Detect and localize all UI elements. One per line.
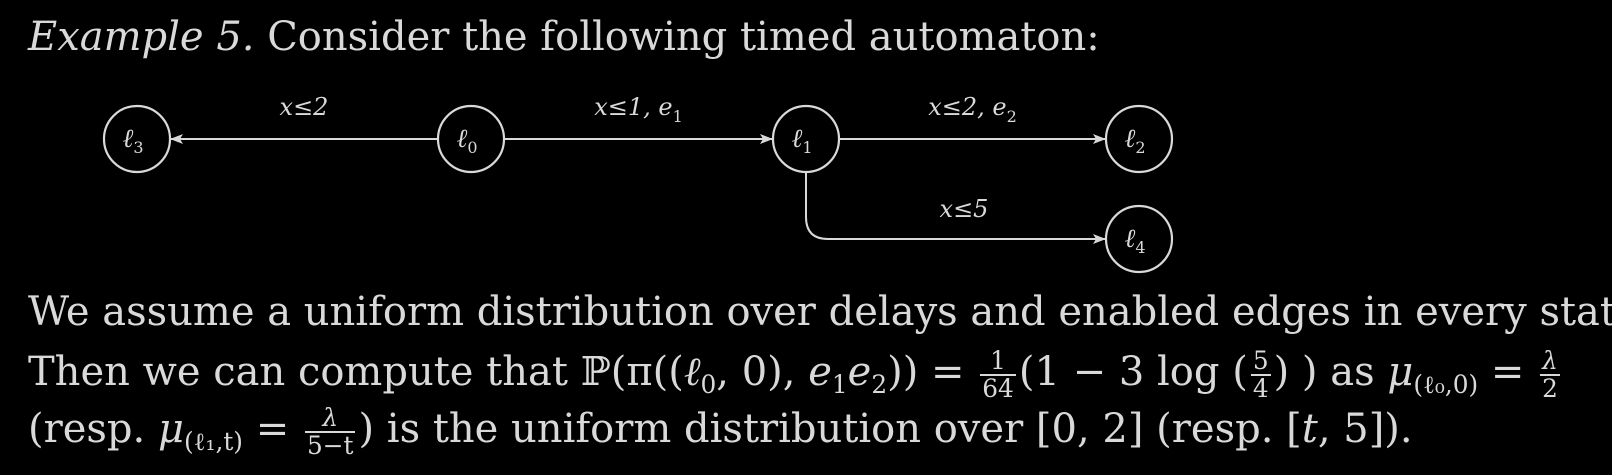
example-number: Example 5. (28, 14, 255, 60)
formula-subscript: (ℓ₁,t) (183, 426, 243, 456)
formula-text: = (1478, 349, 1538, 396)
formula-mu: μ (1387, 349, 1414, 396)
formula-text: as (1317, 349, 1388, 396)
formula-text: Then we can compute that ℙ(π(( (28, 349, 684, 396)
paragraph-line-1: We assume a uniform distribution over de… (28, 289, 1612, 335)
formula-variable: t (1301, 406, 1318, 453)
state-l4: ℓ4 (1104, 204, 1174, 274)
edge-l1-l4 (805, 172, 1106, 240)
edge-l0-l3-arrowhead (170, 134, 183, 144)
edge-l0-l1-label: x≤1, e1 (594, 93, 683, 126)
state-l3: ℓ3 (102, 104, 172, 174)
edge-l1-l4-label: x≤5 (940, 195, 989, 223)
formula-text: (1 − 3 log ( (1018, 349, 1248, 396)
formula-edge: e (847, 349, 872, 396)
formula-text: (resp. (28, 406, 158, 453)
state-l3-label: ℓ3 (122, 124, 143, 157)
state-l0-label: ℓ0 (456, 124, 477, 157)
formula-text: = (242, 406, 302, 453)
formula-subscript: (ℓ₀,0) (1413, 369, 1479, 399)
formula-text: ) is the uniform distribution over [0, 2… (358, 406, 1302, 453)
state-l1-label: ℓ1 (791, 124, 812, 157)
formula-subscript: 0 (700, 369, 717, 399)
state-l1-circle (771, 104, 841, 174)
state-l4-circle (1104, 204, 1174, 274)
timed-automaton-diagram: x≤2 x≤1, e1 x≤2, e2 x≤5 ℓ3 ℓ0 ℓ1 ℓ2 ℓ4 (102, 93, 1174, 274)
state-l1: ℓ1 (771, 104, 841, 174)
state-l4-label: ℓ4 (1124, 224, 1145, 257)
state-l0: ℓ0 (436, 104, 506, 174)
formula-location: ℓ (683, 349, 701, 396)
state-l2: ℓ2 (1104, 104, 1174, 174)
state-l3-circle (102, 104, 172, 174)
heading-text: Consider the following timed automaton: (267, 14, 1100, 60)
state-l2-label: ℓ2 (1124, 124, 1145, 157)
edge-l1-l4-arrowhead (1093, 234, 1106, 244)
formula-text: )) = (887, 349, 978, 396)
formula-edge: e (808, 349, 832, 396)
state-l0-circle (436, 104, 506, 174)
edge-l0-l3-label: x≤2 (280, 93, 329, 121)
edge-l0-l1-arrowhead (760, 134, 773, 144)
formula-subscript: 2 (871, 369, 888, 399)
formula-mu: μ (157, 406, 184, 453)
example-heading: Example 5. Consider the following timed … (28, 17, 1100, 57)
edge-l1-l2-label: x≤2, e2 (928, 93, 1017, 126)
formula-text: , 0), (716, 349, 809, 396)
formula-text: ) ) (1273, 349, 1318, 396)
formula-subscript: 1 (831, 369, 848, 399)
state-l2-circle (1104, 104, 1174, 174)
edge-l1-l2-arrowhead (1093, 134, 1106, 144)
formula-text: , 5]). (1317, 406, 1413, 453)
paragraph-line-2: Then we can compute that ℙ(π((ℓ0, 0), e1… (28, 346, 1563, 404)
